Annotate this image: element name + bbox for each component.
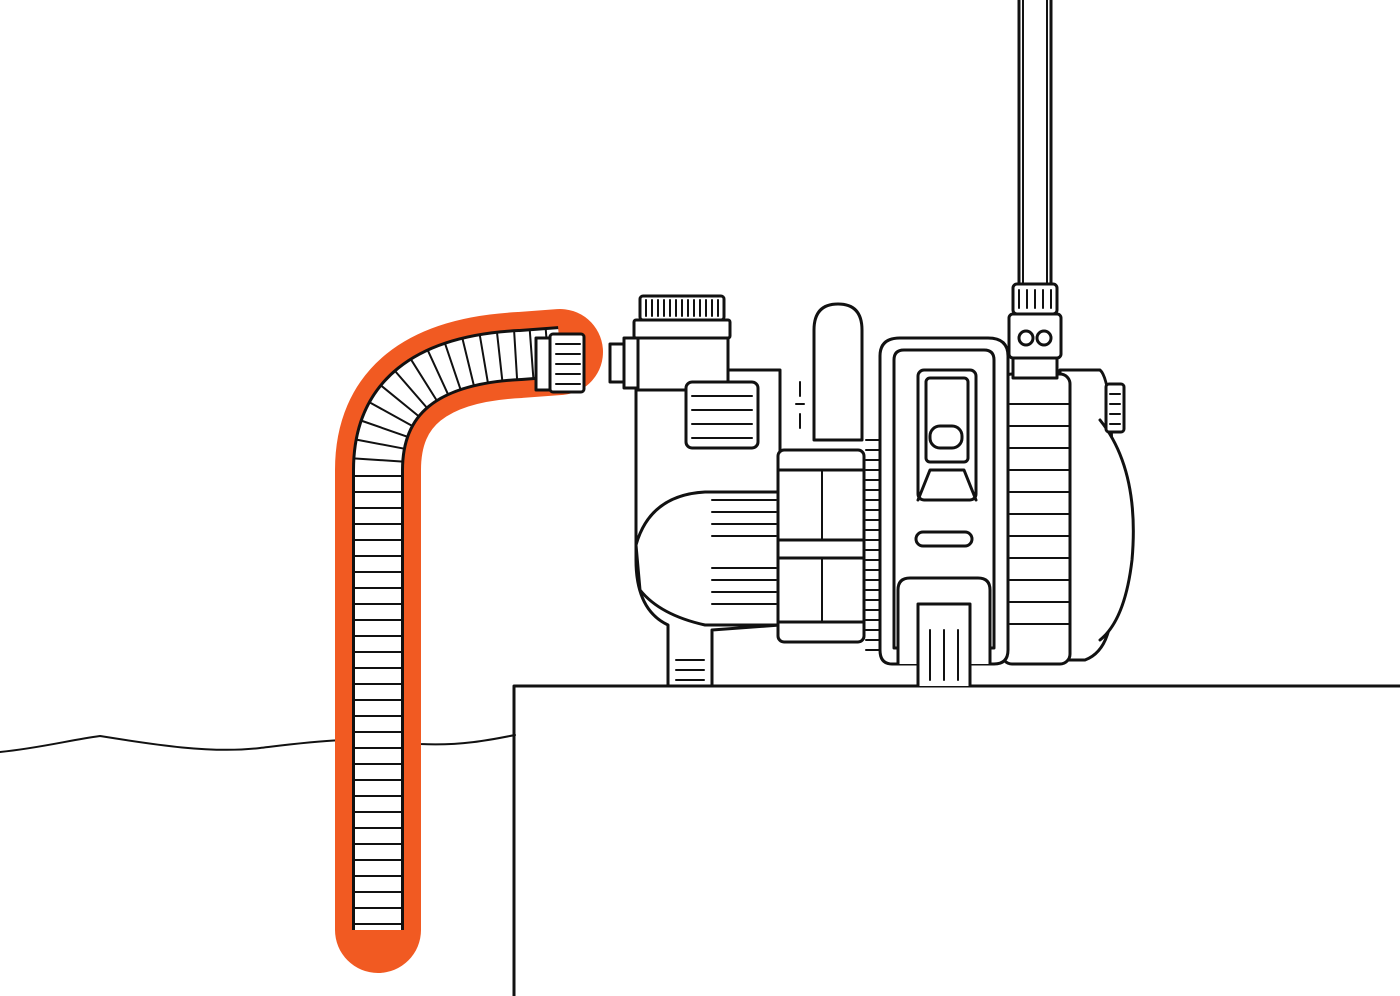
hose-rib: [361, 420, 408, 438]
pump-foot: [896, 576, 992, 688]
motor-housing: [1000, 368, 1135, 666]
hose-rib: [394, 371, 428, 408]
motor-fins: [1009, 403, 1071, 625]
garden-pump: [608, 282, 1135, 688]
side-knob: [1104, 382, 1126, 434]
suction-hose-tube-inner: [355, 329, 562, 930]
panel-slot: [914, 530, 974, 548]
drain-plug: [675, 659, 705, 681]
hose-rib: [354, 457, 403, 463]
platform: [512, 684, 1400, 996]
carry-handle: [812, 302, 864, 442]
hose-rib: [478, 335, 489, 383]
hose-rib: [461, 338, 475, 386]
suction-hose-ribs: [354, 329, 551, 925]
hose-rib: [496, 332, 504, 381]
hose-connector: [534, 332, 586, 394]
outlet-hose: [1017, 0, 1053, 287]
panel-fins: [865, 439, 881, 651]
hose-rib: [444, 343, 462, 390]
motor-collar: [776, 448, 866, 644]
hose-rib: [369, 401, 413, 427]
hose-rib: [513, 331, 519, 380]
hose-rib: [356, 438, 404, 450]
hose-rib: [427, 350, 449, 395]
hose-rib: [528, 330, 535, 379]
hose-rib: [380, 385, 419, 417]
power-switch: [916, 368, 978, 502]
inlet-port: [608, 336, 640, 390]
suction-hose: [335, 309, 603, 973]
volute-fins: [711, 499, 777, 605]
outlet-connector: [1007, 282, 1063, 380]
housing-bolts: [795, 381, 805, 429]
front-grille: [684, 380, 760, 450]
water-surface-line: [0, 734, 516, 753]
filter-cap: [632, 294, 732, 392]
hose-rib: [410, 359, 438, 401]
